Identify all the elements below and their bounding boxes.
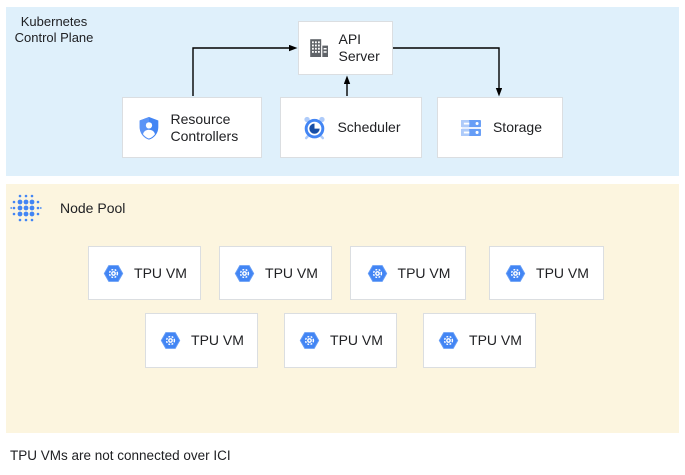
api-server-label: API Server: [338, 31, 380, 64]
tpu-vm-node: TPU VM: [145, 313, 258, 368]
tpu-vm-label: TPU VM: [469, 332, 522, 348]
scheduler-node: Scheduler: [280, 97, 422, 158]
tpu-vm-label: TPU VM: [134, 264, 187, 281]
shield-person-icon: [139, 116, 158, 140]
tpu-vm-node: TPU VM: [219, 246, 332, 300]
node-pool-title: Node Pool: [60, 200, 126, 216]
tpu-hexagon-icon: [103, 264, 124, 282]
tpu-hexagon-icon: [438, 332, 459, 349]
alarm-clock-icon: [304, 116, 326, 140]
storage-disks-icon: [461, 119, 481, 136]
tpu-vm-label: TPU VM: [330, 332, 383, 348]
tpu-vm-node: TPU VM: [350, 246, 466, 300]
tpu-vm-label: TPU VM: [191, 332, 244, 348]
tpu-hexagon-icon: [234, 264, 255, 282]
scheduler-label: Scheduler: [337, 119, 401, 135]
node-pool-panel: [6, 184, 679, 433]
tpu-vm-node: TPU VM: [423, 313, 536, 368]
tpu-vm-node: TPU VM: [489, 246, 604, 300]
tpu-vm-node: TPU VM: [284, 313, 397, 368]
diagram-caption: TPU VMs are not connected over ICI: [10, 448, 231, 463]
control-plane-title: Kubernetes Control Plane: [14, 14, 94, 45]
tpu-hexagon-icon: [160, 332, 181, 349]
building-icon: [309, 39, 328, 57]
tpu-vm-label: TPU VM: [265, 264, 318, 281]
resource-controllers-label: Resource Controllers: [170, 110, 239, 144]
node-pool-header: Node Pool: [10, 192, 125, 224]
tpu-vm-node: TPU VM: [88, 246, 201, 300]
tpu-hexagon-icon: [505, 264, 526, 282]
tpu-vm-label: TPU VM: [536, 264, 589, 281]
tpu-hexagon-icon: [367, 264, 387, 282]
node-pool-dots-icon: [10, 194, 42, 222]
api-server-node: API Server: [298, 21, 393, 75]
storage-node: Storage: [437, 97, 563, 158]
tpu-vm-label: TPU VM: [397, 264, 451, 281]
resource-controllers-node: Resource Controllers: [122, 97, 262, 158]
tpu-hexagon-icon: [299, 332, 320, 349]
storage-label: Storage: [492, 119, 543, 135]
